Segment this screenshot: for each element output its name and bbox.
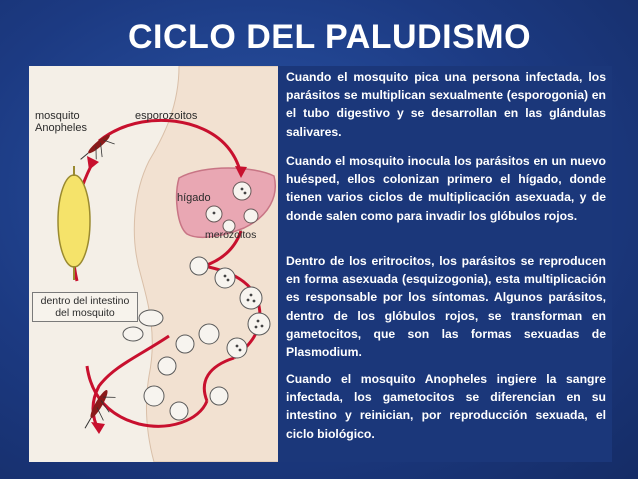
cycle-arrow xyxy=(85,365,209,428)
label-intestino-line2: del mosquito xyxy=(55,307,115,319)
mosquito-bottom xyxy=(84,390,116,429)
parasite-dot xyxy=(243,191,247,195)
label-intestino-box: dentro del intestino del mosquito xyxy=(32,292,138,322)
parasite-dot xyxy=(256,319,260,323)
parasite-dot xyxy=(223,274,227,278)
red-blood-cell xyxy=(214,267,236,289)
label-higado: hígado xyxy=(177,192,211,204)
liver-cell xyxy=(243,208,259,224)
red-blood-cell xyxy=(169,401,189,421)
slide-title: CICLO DEL PALUDISMO xyxy=(128,18,532,56)
cycle-drawing xyxy=(57,66,281,462)
red-blood-cell xyxy=(239,286,263,310)
paragraph-1: Cuando el mosquito pica una persona infe… xyxy=(286,70,606,139)
paragraph-3: Dentro de los eritrocitos, los parásitos… xyxy=(286,254,606,360)
label-merozoitos: merozoitos xyxy=(205,229,257,241)
label-intestino-line1: dentro del intestino xyxy=(40,295,130,307)
parasite-dot xyxy=(252,299,256,303)
arrowhead xyxy=(91,422,105,434)
mosquito-gut xyxy=(57,174,91,268)
label-anopheles: Anopheles xyxy=(35,122,87,134)
parasite-dot xyxy=(240,187,244,191)
gametocyte-cell xyxy=(122,326,144,342)
cycle-arrow xyxy=(202,356,235,402)
gametocyte-cell xyxy=(138,309,164,327)
red-blood-cell xyxy=(189,256,209,276)
parasite-dot xyxy=(260,324,264,328)
paragraph-4: Cuando el mosquito Anopheles ingiere la … xyxy=(286,372,606,441)
red-blood-cell xyxy=(157,356,177,376)
red-blood-cell xyxy=(175,334,195,354)
red-blood-cell xyxy=(226,337,248,359)
red-blood-cell xyxy=(247,312,271,336)
parasite-dot xyxy=(249,293,253,297)
parasite-dot xyxy=(226,278,230,282)
liver-cell xyxy=(232,181,252,201)
malaria-cycle-illustration: mosquito Anopheles esporozoitos hígado m… xyxy=(29,66,281,462)
cycle-arrow xyxy=(98,118,243,175)
paragraph-2: Cuando el mosquito inocula los parásitos… xyxy=(286,154,606,223)
text-panel: Cuando el mosquito pica una persona infe… xyxy=(278,66,612,462)
arrowhead xyxy=(87,156,99,170)
parasite-dot xyxy=(212,211,216,215)
parasite-dot xyxy=(238,348,242,352)
label-mosquito: mosquito xyxy=(35,110,80,122)
label-esporozoitos: esporozoitos xyxy=(135,110,198,122)
red-blood-cell xyxy=(143,385,165,407)
arrowhead xyxy=(235,166,247,178)
liver-cell xyxy=(222,219,236,233)
red-blood-cell xyxy=(209,386,229,406)
red-blood-cell xyxy=(198,323,220,345)
parasite-dot xyxy=(254,325,258,329)
parasite-dot xyxy=(246,298,250,302)
parasite-dot xyxy=(235,344,239,348)
mosquito-top xyxy=(80,134,115,160)
